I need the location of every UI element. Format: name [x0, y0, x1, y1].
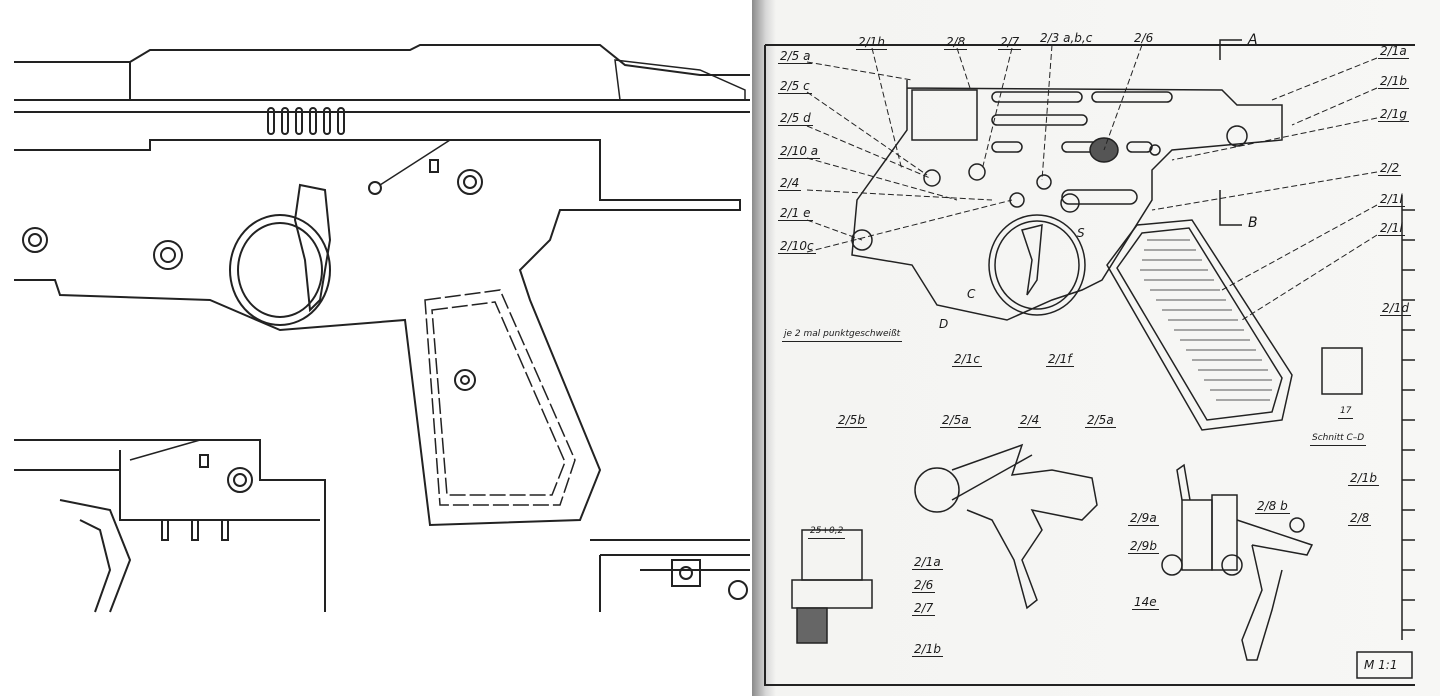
scanned-drawing-sheet: 2/5 a 2/1h 2/8 2/7 2/3 a,b,c 2/6 2/1a 2/… [752, 0, 1440, 696]
scale-label: M 1:1 [1364, 658, 1398, 672]
corner-detail [590, 539, 750, 612]
grip-outline [1106, 219, 1293, 431]
label-2-5b: 2/5b [836, 413, 867, 428]
label-2-7-detail: 2/7 [912, 601, 936, 616]
trigger-blade [1021, 224, 1043, 296]
marker-c: C [967, 287, 976, 301]
trigger-guard [229, 214, 331, 326]
label-14e: 14e [1132, 595, 1159, 610]
label-2-4: 2/4 [778, 176, 802, 191]
hatched-shroud [614, 59, 746, 101]
label-2-8-sear: 2/8 [1348, 511, 1372, 526]
marker-s: S [1077, 226, 1085, 240]
label-2-5a: 2/5 a [778, 49, 813, 64]
label-2-1a: 2/1a [1378, 44, 1409, 59]
sear-assembly-detail [1161, 463, 1314, 661]
label-2-5c: 2/5 c [778, 79, 812, 94]
label-2-1b: 2/1b [1378, 74, 1409, 89]
label-2-9a: 2/9a [1128, 511, 1159, 526]
label-2-6: 2/6 [1132, 31, 1156, 46]
trigger [293, 183, 332, 313]
label-2-1a-detail: 2/1a [912, 555, 943, 570]
cooling-slots [267, 107, 345, 135]
sheet-border [764, 44, 1415, 686]
dimension-17: 17 [1338, 405, 1354, 419]
barrel-housing [14, 44, 750, 113]
technical-drawing [764, 39, 1415, 686]
label-2-8b: 2/8 b [1255, 499, 1290, 514]
section-marker-a: A [1248, 32, 1258, 48]
marker-d: D [939, 317, 949, 331]
label-2-9b: 2/9b [1128, 539, 1159, 554]
label-2-1b-detail: 2/1b [912, 642, 943, 657]
label-2-1l: 2/1l [1378, 192, 1405, 207]
label-2-1f: 2/1f [1046, 352, 1074, 367]
label-2-8: 2/8 [944, 35, 968, 50]
label-2-6-detail: 2/6 [912, 578, 936, 593]
label-2-1l-b: 2/1l [1378, 221, 1405, 236]
slots [991, 91, 1173, 205]
trigger-guard-outline [988, 214, 1086, 316]
weld-note: je 2 mal punktgeschweißt [782, 328, 903, 342]
grip-screw [454, 369, 476, 391]
scale-box [1356, 651, 1413, 679]
grip-hatching [1140, 239, 1272, 401]
dimension-25: 25+0,2 [808, 525, 846, 539]
trigger-group-detail [914, 443, 1098, 610]
label-2-1g: 2/1g [1378, 107, 1409, 122]
section-arrow-b [1219, 190, 1242, 226]
label-2-5a-detail-b: 2/5a [1085, 413, 1116, 428]
label-2-4-detail: 2/4 [1018, 413, 1042, 428]
label-2-1b-sear: 2/1b [1348, 471, 1379, 486]
lower-receiver-outline [14, 139, 741, 527]
leader-lines [806, 44, 1378, 321]
lower-detail [14, 439, 326, 613]
section-cd-caption: Schnitt C–D [1310, 432, 1367, 446]
label-2-7: 2/7 [998, 35, 1022, 50]
label-2-10a: 2/10 a [778, 144, 821, 159]
label-2-5a-detail: 2/5a [940, 413, 971, 428]
receiver-side-plate [851, 80, 1283, 321]
label-2-5d: 2/5 d [778, 111, 813, 126]
receiver-line-drawing [14, 44, 750, 613]
section-cd-drawing [1321, 347, 1363, 395]
grip-inner [424, 289, 576, 506]
left-drawing-panel [14, 44, 750, 613]
ruler [1401, 195, 1415, 640]
spring-rod [379, 139, 451, 186]
label-2-10c: 2/10c [778, 239, 816, 254]
section-marker-b: B [1248, 215, 1258, 231]
label-2-1e: 2/1 e [778, 206, 813, 221]
label-2-1d: 2/1d [1380, 301, 1411, 316]
upper-window [911, 89, 978, 141]
label-2-1c: 2/1c [952, 352, 982, 367]
label-2-1h: 2/1h [856, 35, 887, 50]
section-arrow-a [1219, 39, 1242, 60]
label-2-2: 2/2 [1378, 161, 1402, 176]
section-view-detail [791, 529, 873, 644]
label-2-3abc: 2/3 a,b,c [1038, 31, 1095, 46]
